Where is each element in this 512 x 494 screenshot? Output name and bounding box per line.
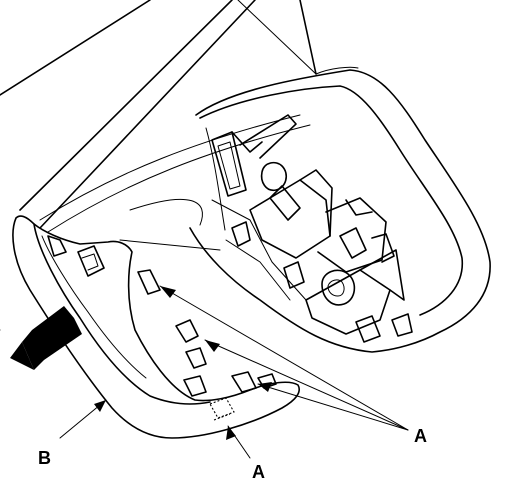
callout-a-clip-bottom: A	[252, 462, 265, 482]
mirror-housing	[189, 66, 491, 353]
mirror-internals	[211, 114, 413, 343]
callout-lines	[59, 285, 409, 459]
callout-a-clips: A	[414, 426, 427, 446]
callout-b-cover: B	[38, 448, 51, 468]
door-frame	[0, 0, 317, 251]
callout-arrowheads	[94, 286, 272, 440]
removal-arrow	[0, 306, 82, 370]
